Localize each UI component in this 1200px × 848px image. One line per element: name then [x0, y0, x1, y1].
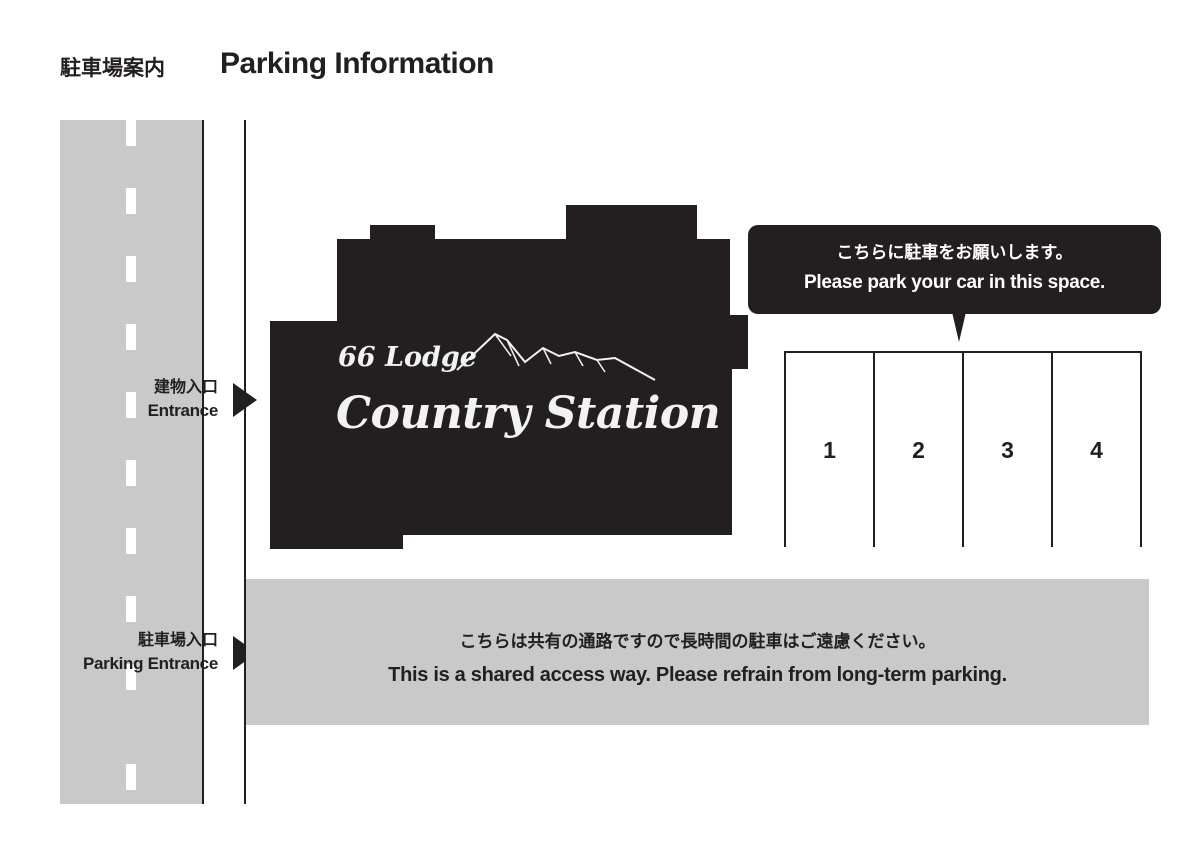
road-dash: [126, 664, 136, 690]
shared-access-way: こちらは共有の通路ですので長時間の駐車はご遠慮ください。 This is a s…: [246, 579, 1149, 725]
parking-entrance-label-jp: 駐車場入口: [137, 630, 218, 649]
parking-callout-en: Please park your car in this space.: [803, 272, 1106, 293]
building-part: [270, 321, 732, 535]
parking-space-number: 1: [823, 437, 836, 463]
parking-space-number: 3: [1001, 437, 1014, 463]
building-part: [270, 530, 403, 549]
road-edge-line: [202, 120, 204, 804]
building-part: [337, 239, 730, 329]
road-dash: [126, 392, 136, 418]
road-dash: [126, 596, 136, 622]
road-dash: [126, 120, 136, 146]
page-title-en: Parking Information: [220, 47, 494, 80]
callout-pointer: [952, 312, 966, 342]
road-dash: [126, 188, 136, 214]
mountain-icon: [456, 332, 656, 381]
building-entrance-label: 建物入口 Entrance: [147, 375, 219, 423]
parking-space-number: 2: [912, 437, 925, 463]
road-dash: [126, 256, 136, 282]
road-dash: [126, 324, 136, 350]
building-part: [566, 205, 697, 245]
access-way-notice-jp: こちらは共有の通路ですので長時間の駐車はご遠慮ください。: [459, 632, 936, 652]
building-entrance-label-en: Entrance: [147, 401, 219, 420]
building-part: [729, 315, 748, 369]
parking-space-divider: [962, 351, 964, 547]
parking-space-divider: [1051, 351, 1053, 547]
logo-text-lodge: 66 Lodge: [338, 342, 477, 373]
parking-callout: こちらに駐車をお願いします。 Please park your car in t…: [748, 225, 1161, 314]
page-title-jp: 駐車場案内: [60, 56, 165, 80]
access-way-notice-en: This is a shared access way. Please refr…: [388, 664, 1007, 686]
parking-space-divider: [784, 351, 786, 547]
road-dash: [126, 764, 136, 790]
parking-space-divider: [873, 351, 875, 547]
parking-entrance-label: 駐車場入口 Parking Entrance: [83, 628, 218, 676]
parking-space-divider: [1140, 351, 1142, 547]
logo-text-country-station: Country Station: [336, 388, 721, 439]
property-boundary-line: [244, 120, 246, 804]
building-entrance-arrow-icon: [233, 383, 257, 417]
road-dash: [126, 460, 136, 486]
parking-entrance-label-en: Parking Entrance: [82, 654, 218, 673]
road-dash: [126, 528, 136, 554]
building-entrance-label-jp: 建物入口: [153, 377, 218, 396]
parking-space-number: 4: [1090, 437, 1103, 463]
parking-callout-jp: こちらに駐車をお願いします。: [836, 243, 1073, 263]
